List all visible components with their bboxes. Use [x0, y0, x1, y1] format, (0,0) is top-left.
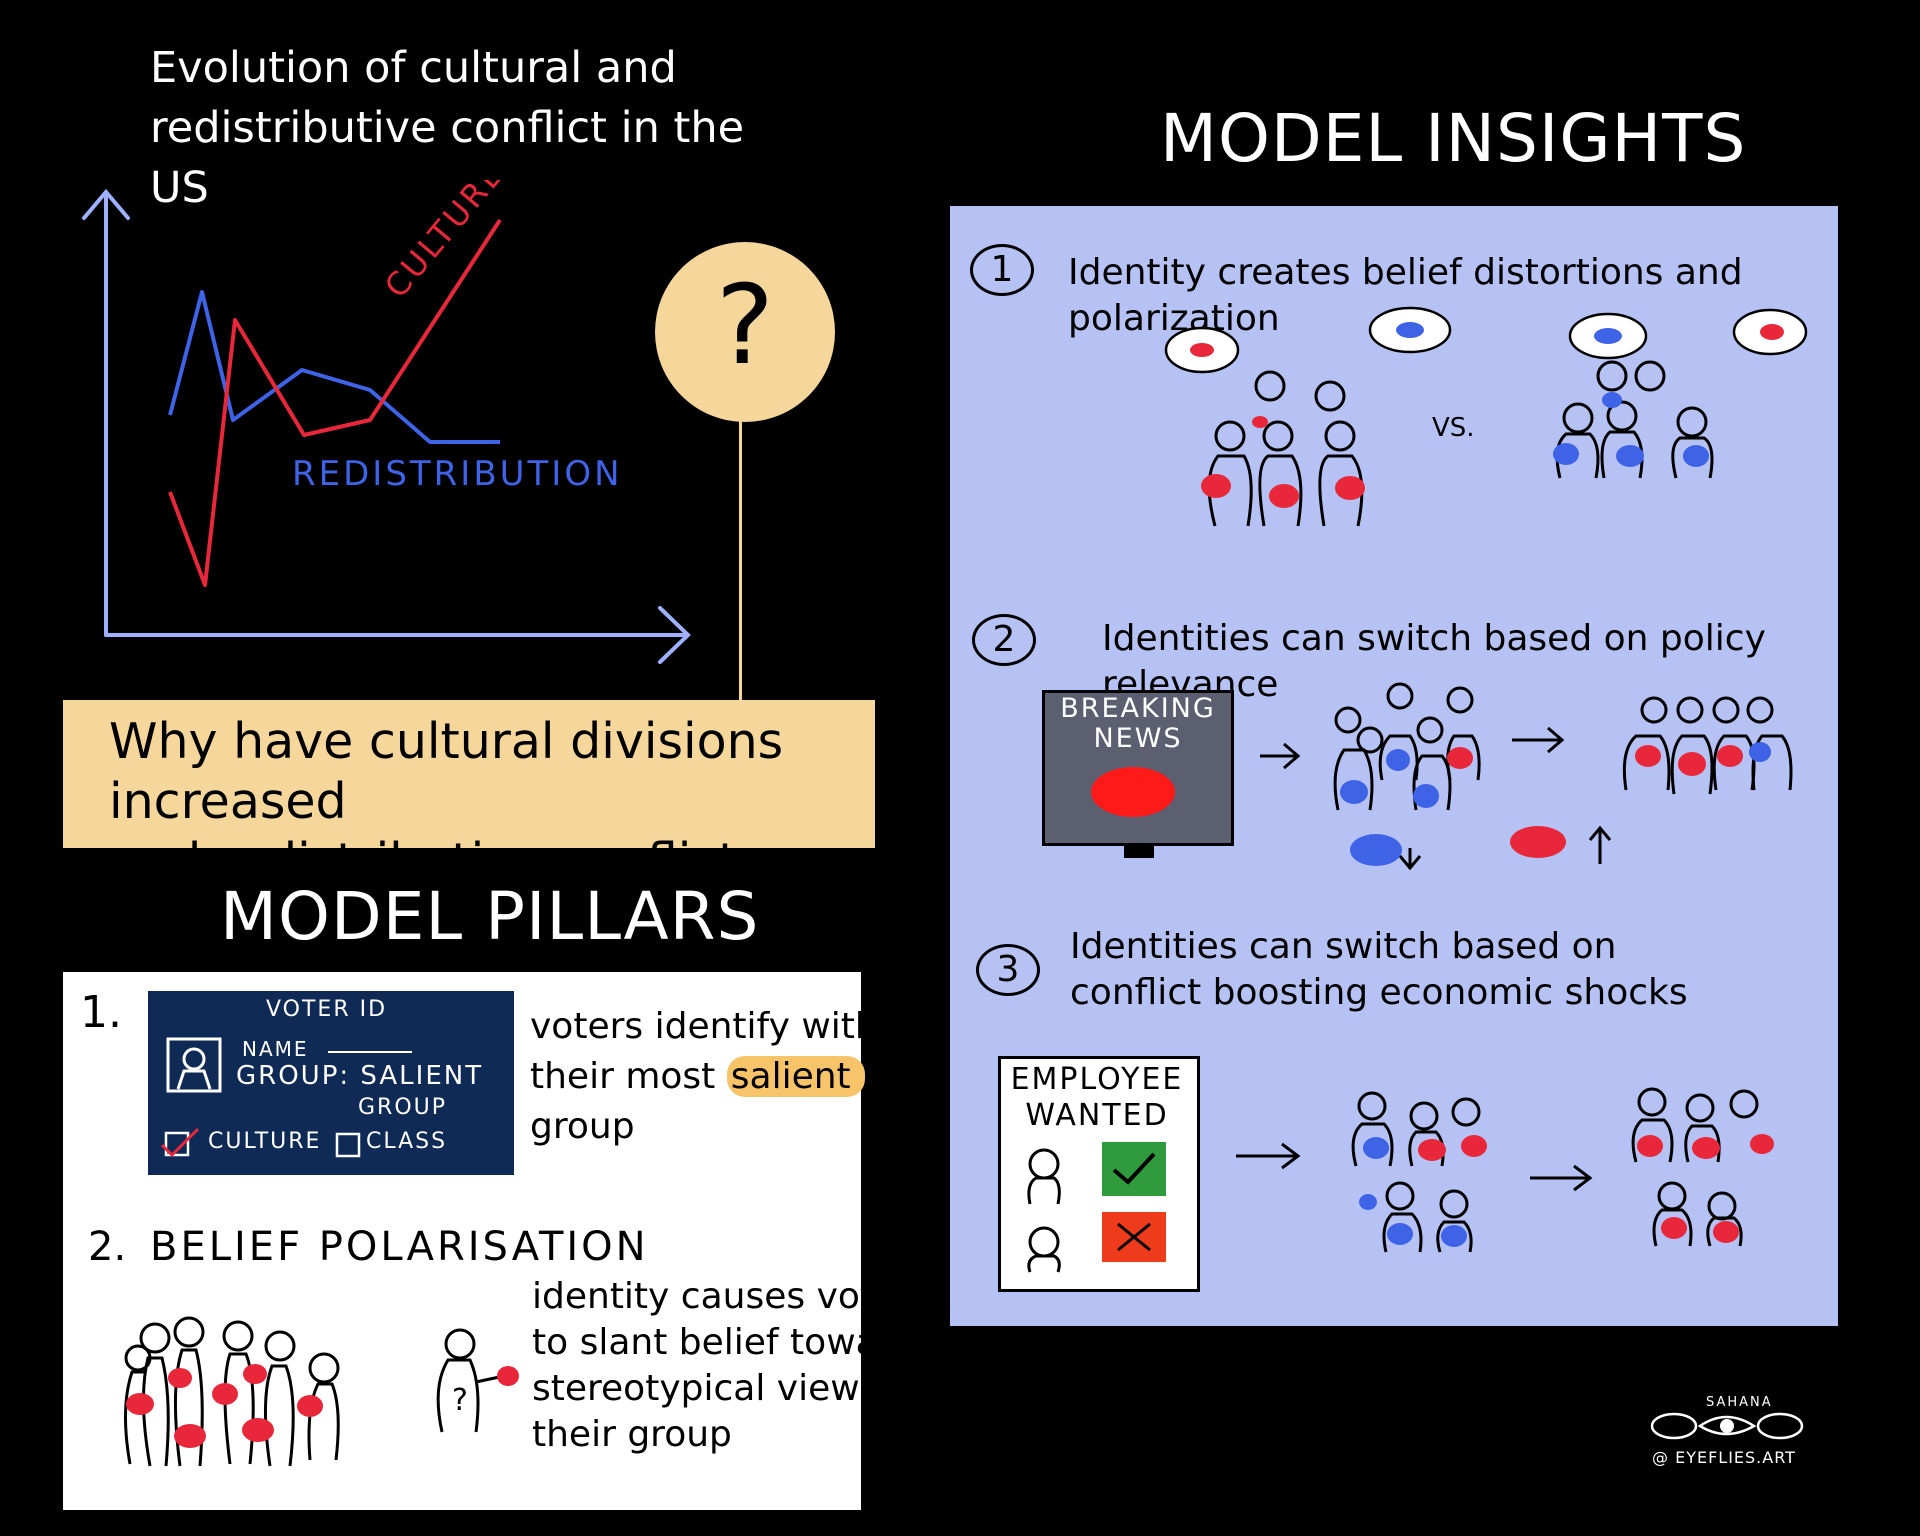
insight-2-number: 2	[972, 614, 1036, 666]
pillar-2-line-4: their group	[532, 1414, 732, 1455]
pillar-2-number: 2.	[88, 1224, 127, 1270]
pillar-2-line-1: identity causes voters	[532, 1276, 930, 1317]
tv-line-2: NEWS	[1093, 723, 1183, 754]
pillar-1-line-1: voters identify with	[530, 1006, 878, 1047]
insight-3-text: Identities can switch based on conflict …	[1070, 924, 1688, 1016]
pillars-title: MODEL PILLARS	[220, 878, 760, 955]
redistribution-line	[168, 290, 500, 444]
pillar-1-number: 1.	[80, 987, 122, 1038]
name-underline	[328, 1051, 412, 1053]
polarised-group-figure	[124, 1316, 340, 1467]
job-board-caption: EMPLOYEE WANTED	[1002, 1062, 1192, 1134]
pillar-1-line-3: group	[530, 1106, 635, 1147]
insight-3-line-1: Identities can switch based on	[1070, 926, 1617, 967]
conflict-evolution-sketch: CULTURE REDISTRIBUTION	[82, 180, 691, 664]
signature-handle: @ EYEFLIES.ART	[1652, 1448, 1796, 1467]
culture-label: CULTURE	[377, 180, 513, 305]
insight-1-number: 1	[970, 244, 1034, 296]
portrait-icon	[166, 1037, 222, 1093]
slanting-voter-figure: ?	[436, 1328, 519, 1433]
redistribution-label: REDISTRIBUTION	[292, 454, 623, 494]
job-candidates	[1027, 1142, 1166, 1273]
vs-label: VS.	[1432, 413, 1475, 443]
job-board-line-1: EMPLOYEE	[1010, 1062, 1184, 1097]
question-mark-icon: ?	[715, 261, 775, 389]
checked-checkbox-icon	[160, 1127, 200, 1158]
breaking-news-tv-icon	[1042, 690, 1234, 846]
voter-question-mark: ?	[452, 1383, 468, 1418]
pillar-1-line-2a: their most	[530, 1056, 716, 1097]
card-group-label: GROUP: SALIENT	[236, 1061, 484, 1091]
chart-axes	[82, 188, 691, 664]
insight-3-line-2: conflict boosting economic shocks	[1070, 972, 1688, 1013]
identity-switch-figure	[1260, 682, 1793, 870]
card-title: VOTER ID	[266, 997, 388, 1022]
culture-line	[168, 218, 502, 587]
class-option: CLASS	[366, 1129, 448, 1154]
pillar-1-text: voters identify with their most salient …	[530, 1002, 878, 1152]
voter-id-card: VOTER ID NAME GROUP: SALIENT GROUP CULTU…	[148, 991, 514, 1175]
tv-caption: BREAKING NEWS	[1042, 694, 1234, 754]
pillar-1-line-2: their most salient	[530, 1052, 878, 1102]
check-icon	[1102, 1142, 1166, 1196]
insight-3-number: 3	[976, 944, 1040, 996]
salient-highlight: salient	[726, 1056, 865, 1097]
chart-title: Evolution of cultural and redistributive…	[150, 43, 745, 213]
question-line-1: Why have cultural divisions increased	[109, 713, 784, 830]
insight-2-text: Identities can switch based on policy re…	[1102, 618, 1766, 705]
pillar-2-line-2: to slant belief toward	[532, 1322, 915, 1363]
pillar-2-heading: BELIEF POLARISATION	[150, 1224, 649, 1270]
signature-name: SAHANA	[1706, 1395, 1773, 1410]
question-line-2: and redistributive conflict decreased?	[109, 833, 738, 950]
pillar-2-text: identity causes voters to slant belief t…	[532, 1274, 930, 1458]
card-name-label: NAME	[242, 1037, 309, 1061]
research-question-box: Why have cultural divisions increased an…	[63, 700, 875, 950]
question-connector	[739, 420, 742, 700]
insights-title: MODEL INSIGHTS	[1160, 100, 1747, 177]
shock-switch-figure	[1236, 1087, 1774, 1253]
tv-red-issue	[1091, 767, 1175, 817]
employee-wanted-board	[998, 1056, 1200, 1292]
job-board-line-2: WANTED	[1025, 1098, 1169, 1133]
unchecked-checkbox-icon	[335, 1132, 361, 1158]
pillar-2-line-3: stereotypical views of	[532, 1368, 925, 1409]
tv-stand	[1124, 844, 1154, 858]
question-circle	[655, 242, 835, 422]
tv-line-1: BREAKING	[1060, 693, 1216, 724]
insight-1-text: Identity creates belief distortions and …	[1068, 252, 1743, 339]
card-group-label-2: GROUP	[358, 1095, 448, 1120]
culture-option: CULTURE	[208, 1129, 322, 1154]
eyeflies-logo: SAHANA	[1650, 1395, 1804, 1440]
polarization-comparison-figure: VS.	[1164, 306, 1808, 527]
